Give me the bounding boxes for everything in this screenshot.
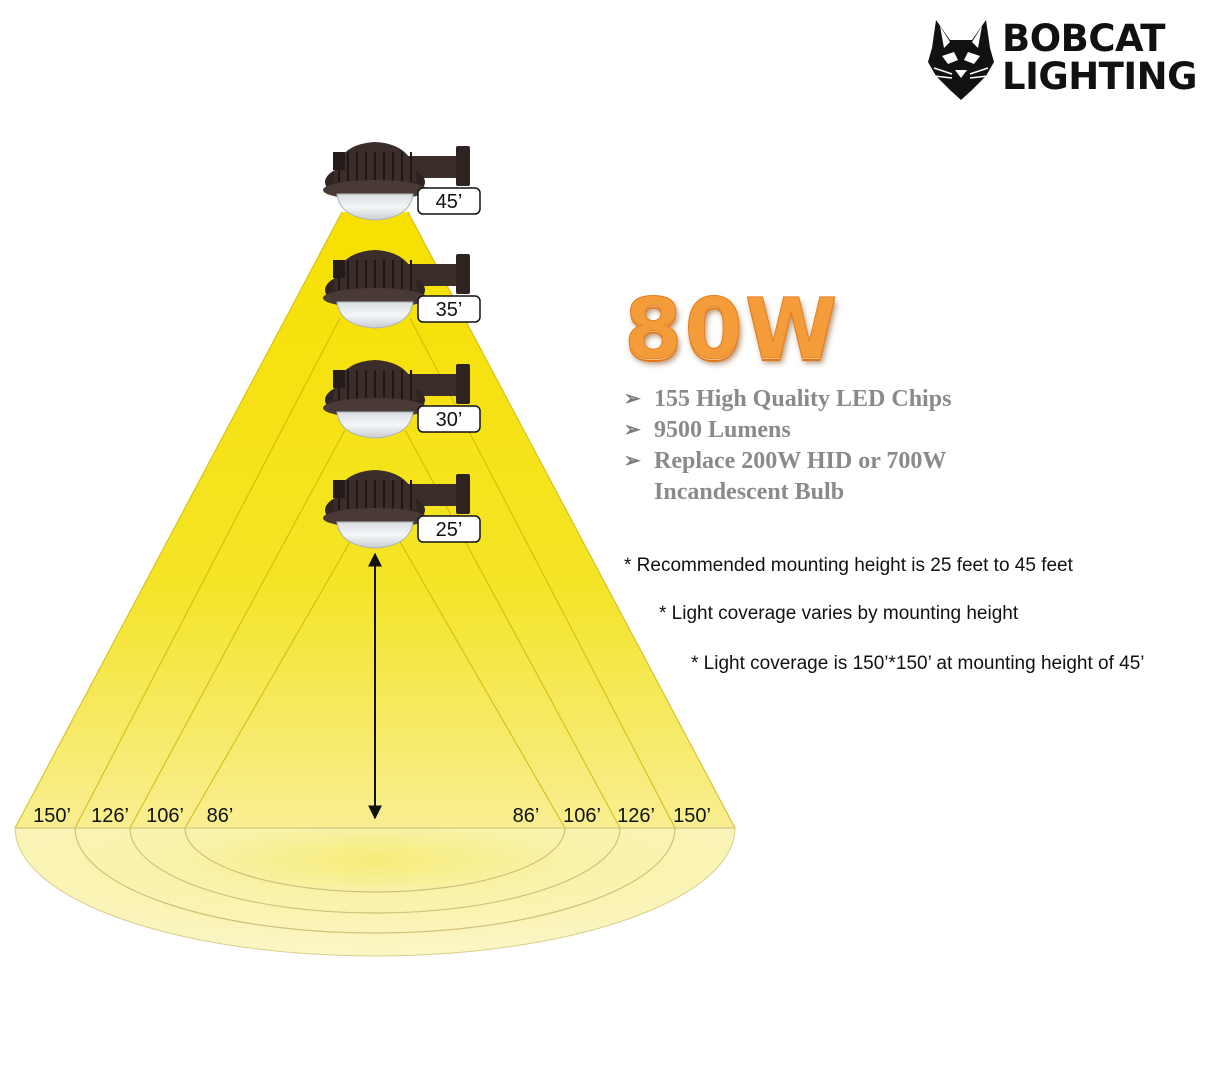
note-coverage-varies: * Light coverage varies by mounting heig… bbox=[659, 603, 1019, 624]
fixture-height-label: 35’ bbox=[436, 299, 463, 321]
coverage-width-label: 150’ bbox=[673, 805, 711, 827]
coverage-width-label: 126’ bbox=[91, 805, 129, 827]
coverage-width-label: 150’ bbox=[33, 805, 71, 827]
bobcat-head-logo bbox=[928, 20, 994, 100]
fixtures-layer: 45’ 35’ 30’ 25’ bbox=[323, 142, 481, 549]
brand-logo-block: BOBCAT LIGHTING bbox=[928, 18, 1198, 102]
beam-boundary-lines bbox=[14, 211, 736, 829]
brand-name: BOBCAT LIGHTING bbox=[1002, 17, 1198, 98]
fixture-35: 35’ bbox=[323, 250, 481, 329]
wattage-heading: 80W bbox=[624, 280, 840, 378]
feature-item: ➢ 9500 Lumens bbox=[624, 415, 951, 446]
fixture-30: 30’ bbox=[323, 360, 481, 439]
ground-ring-86 bbox=[184, 827, 566, 893]
fixture-height-label: 30’ bbox=[436, 409, 463, 431]
ground-ring-126 bbox=[74, 827, 676, 934]
fixture-25: 25’ bbox=[323, 470, 481, 549]
brand-name-line2: LIGHTING bbox=[1002, 55, 1198, 98]
feature-text: Replace 200W HID or 700W bbox=[654, 448, 947, 474]
coverage-width-label: 106’ bbox=[563, 805, 601, 827]
coverage-width-label: 86’ bbox=[207, 805, 234, 827]
ground-coverage-rings bbox=[74, 827, 676, 934]
feature-list: ➢ 155 High Quality LED Chips ➢ 9500 Lume… bbox=[624, 384, 951, 508]
feature-text: 9500 Lumens bbox=[654, 417, 791, 443]
bullet-arrow-icon: ➢ bbox=[624, 419, 641, 441]
note-coverage-max: * Light coverage is 150’*150’ at mountin… bbox=[691, 653, 1145, 674]
coverage-labels-layer: 150’ 126’ 106’ 86’ 86’ 106’ 126’ 150’ bbox=[33, 805, 711, 827]
bullet-arrow-icon: ➢ bbox=[624, 450, 641, 472]
feature-item: ➢ 155 High Quality LED Chips bbox=[624, 384, 951, 415]
brand-name-line1: BOBCAT bbox=[1002, 17, 1166, 60]
bullet-arrow-icon: ➢ bbox=[624, 388, 641, 410]
fixture-45: 45’ bbox=[323, 142, 481, 221]
fixture-height-label: 45’ bbox=[436, 191, 463, 213]
ground-ring-106 bbox=[129, 827, 621, 914]
coverage-width-label: 126’ bbox=[617, 805, 655, 827]
feature-text-continuation: Incandescent Bulb bbox=[654, 479, 845, 505]
coverage-width-label: 106’ bbox=[146, 805, 184, 827]
coverage-width-label: 86’ bbox=[513, 805, 540, 827]
note-mounting-height: * Recommended mounting height is 25 feet… bbox=[624, 555, 1073, 576]
feature-item: ➢ Replace 200W HID or 700W Incandescent … bbox=[624, 446, 951, 508]
feature-text: 155 High Quality LED Chips bbox=[654, 386, 952, 412]
fixture-height-label: 25’ bbox=[436, 519, 463, 541]
